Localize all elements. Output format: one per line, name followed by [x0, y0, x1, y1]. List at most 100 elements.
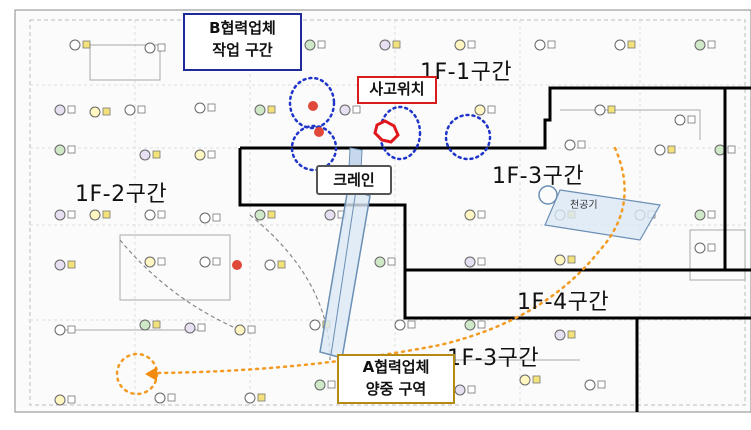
pile-symbol: [707, 243, 716, 252]
pile-symbol: [157, 257, 166, 266]
column-symbol: [144, 209, 156, 221]
pile-symbol: [727, 145, 736, 154]
pile-symbol: [607, 105, 616, 114]
pile-symbol: [137, 105, 146, 114]
pile-symbol: [467, 385, 476, 394]
column-symbol: [234, 324, 246, 336]
column-symbol: [194, 102, 206, 114]
pile-symbol: [487, 105, 496, 114]
pile-symbol: [157, 210, 166, 219]
column-symbol: [564, 139, 576, 151]
column-symbol: [54, 259, 66, 271]
column-symbol: [199, 212, 211, 224]
pile-symbol: [67, 145, 76, 154]
column-symbol: [314, 379, 326, 391]
drilling-rig: [538, 185, 661, 241]
pile-symbol: [467, 40, 476, 49]
pile-symbol: [212, 213, 221, 222]
column-symbol: [464, 256, 476, 268]
pile-symbol: [317, 40, 326, 49]
column-symbols: [54, 39, 736, 406]
column-symbol: [474, 104, 486, 116]
crane-label: 크레인: [316, 165, 392, 195]
pile-symbol: [212, 257, 221, 266]
column-symbol: [254, 104, 266, 116]
partition-lines: [60, 44, 746, 361]
a-contractor-line-2: 양중 구역: [365, 380, 427, 398]
column-symbol: [144, 42, 156, 54]
column-symbol: [374, 256, 386, 268]
pile-symbol: [197, 323, 206, 332]
pile-symbol: [597, 380, 606, 389]
arc-guides: [119, 214, 331, 361]
column-symbol: [394, 319, 406, 331]
pile-symbol: [102, 210, 111, 219]
pile-symbol: [532, 375, 541, 384]
pile-symbol: [687, 115, 696, 124]
pile-symbol: [257, 393, 266, 402]
column-symbol: [199, 256, 211, 268]
pile-symbol: [67, 395, 76, 404]
column-symbol: [454, 39, 466, 51]
pile-symbol: [102, 107, 111, 116]
accident-marker-icon: [373, 119, 400, 144]
crane-path-arrow-icon: [145, 367, 157, 381]
pile-symbol: [567, 330, 576, 339]
column-symbol: [139, 149, 151, 161]
column-symbol: [54, 104, 66, 116]
column-symbol: [454, 384, 466, 396]
pile-symbol: [477, 210, 486, 219]
pile-symbol: [67, 325, 76, 334]
column-symbol: [339, 104, 351, 116]
pile-symbol: [577, 140, 586, 149]
column-symbol: [464, 319, 476, 331]
column-symbol: [694, 242, 706, 254]
column-symbol: [89, 209, 101, 221]
column-symbol: [594, 104, 606, 116]
pile-symbol: [352, 105, 361, 114]
column-symbol: [264, 259, 276, 271]
b-contractor-work-area-label: B협력업체 작업 구간: [183, 13, 302, 71]
pile-symbol: [167, 393, 176, 402]
column-symbol: [304, 39, 316, 51]
column-symbol: [139, 319, 151, 331]
zone-label-1f-2: 1F-2구간: [75, 182, 168, 207]
column-symbol: [654, 144, 666, 156]
zone-label-1f-3-lower: 1F-3구간: [447, 346, 540, 371]
pile-symbol: [82, 40, 91, 49]
pile-symbol: [67, 210, 76, 219]
pile-symbol: [477, 320, 486, 329]
column-symbol: [54, 209, 66, 221]
column-symbol: [554, 254, 566, 266]
column-symbol: [144, 256, 156, 268]
column-symbol: [154, 392, 166, 404]
pile-symbol: [67, 260, 76, 269]
column-symbol: [324, 209, 336, 221]
pile-symbol: [267, 210, 276, 219]
pile-symbol: [407, 320, 416, 329]
column-symbol: [674, 114, 686, 126]
column-symbol: [694, 39, 706, 51]
pile-symbol: [267, 105, 276, 114]
b-contractor-line-1: B협력업체: [209, 19, 276, 37]
a-contractor-lifting-area-label: A협력업체 양중 구역: [337, 354, 455, 404]
column-symbol: [54, 394, 66, 406]
pile-symbol: [477, 257, 486, 266]
pile-symbol: [392, 40, 401, 49]
column-symbol: [54, 324, 66, 336]
column-marker: [232, 260, 242, 270]
zone-boundaries: [238, 86, 751, 412]
a-contractor-line-1: A협력업체: [362, 358, 430, 376]
pile-symbol: [327, 380, 336, 389]
pile-symbol: [277, 260, 286, 269]
column-symbol: [244, 392, 256, 404]
pile-symbol: [207, 103, 216, 112]
pile-symbol: [157, 43, 166, 52]
outer-wall-outline: [29, 19, 746, 406]
column-symbol: [519, 374, 531, 386]
column-marker: [314, 127, 324, 137]
b-contractor-line-2: 작업 구간: [212, 41, 273, 59]
column-symbol: [54, 144, 66, 156]
pile-symbol: [207, 150, 216, 159]
column-symbol: [694, 209, 706, 221]
